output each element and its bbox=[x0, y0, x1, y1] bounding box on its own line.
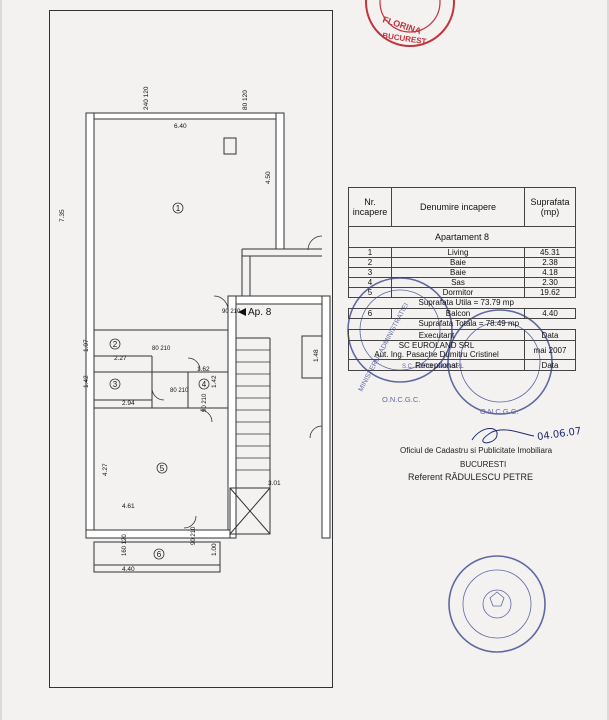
cell-name: Baie bbox=[391, 257, 525, 268]
cell-nr: 5 bbox=[348, 287, 392, 298]
door-label-2: 80 210 bbox=[152, 346, 171, 352]
cell-area: 19.62 bbox=[524, 287, 576, 298]
stamp-oncgc-1: O.N.C.G.C. bbox=[382, 395, 420, 404]
dim-r2-height: 1.07 bbox=[83, 339, 90, 352]
cell-nr: 6 bbox=[348, 308, 392, 319]
dim-inner-height: 4.50 bbox=[265, 171, 272, 184]
cell-nr: 1 bbox=[348, 247, 392, 258]
cell-area: 4.40 bbox=[524, 308, 576, 319]
cell-nr: 2 bbox=[348, 257, 392, 268]
dim-r5-width: 4.61 bbox=[122, 503, 135, 510]
cell-area: 2.30 bbox=[524, 277, 576, 288]
cell-name: Baie bbox=[391, 267, 525, 278]
door-label-ap: 90 210 bbox=[222, 309, 241, 315]
table-row: 3 Baie 4.18 bbox=[348, 267, 576, 278]
receptionat-label: Receptionat bbox=[348, 359, 525, 371]
dim-stair-width: 3.01 bbox=[268, 480, 281, 487]
cell-area: 4.18 bbox=[524, 267, 576, 278]
cell-name: Living bbox=[391, 247, 525, 258]
window-label-6: 160 120 bbox=[122, 534, 128, 556]
dim-r4-height: 1.42 bbox=[211, 375, 218, 388]
room-number-4: 4 bbox=[202, 380, 207, 389]
table-row: 4 Sas 2.30 bbox=[348, 277, 576, 288]
oficiu-label: Oficiul de Cadastru si Publicitate Imobi… bbox=[400, 446, 553, 455]
dim-r4-width: 1.62 bbox=[197, 366, 210, 373]
dim-top-wall-b: 80 120 bbox=[242, 90, 249, 110]
suprafata-utila: Suprafata Utila = 73.79 mp bbox=[418, 298, 514, 307]
room-area-table: Nr. incapere Denumire incapere Suprafata… bbox=[348, 187, 576, 371]
dim-r6-width: 4.40 bbox=[122, 566, 135, 573]
col-header-denumire: Denumire incapere bbox=[391, 187, 525, 227]
cell-name: Sas bbox=[391, 277, 525, 288]
executant-label: Executant bbox=[348, 329, 525, 341]
col-header-nr: Nr. incapere bbox=[348, 187, 392, 227]
room-number-3: 3 bbox=[113, 380, 118, 389]
cell-name: Dormitor bbox=[391, 287, 525, 298]
executant-autor: Aut. Ing. Pasache Dumitru Cristinel bbox=[374, 350, 499, 359]
data-value-1: mai 2007 bbox=[524, 340, 576, 360]
room-number-1: 1 bbox=[176, 204, 181, 213]
drawing-frame bbox=[49, 10, 333, 688]
oficiu-city: BUCURESTI bbox=[460, 460, 507, 469]
data-label-2: Data bbox=[524, 359, 576, 371]
room-number-5: 5 bbox=[160, 464, 165, 473]
table-row: 1 Living 45.31 bbox=[348, 247, 576, 258]
red-seal-stamp: FLORINA BUCUREST bbox=[365, 0, 455, 47]
svg-text:O.N.C.G.C.: O.N.C.G.C. bbox=[480, 407, 518, 416]
apartment-row: Apartament 8 bbox=[348, 226, 576, 248]
room-number-2: 2 bbox=[113, 340, 118, 349]
door-label-6: 90 210 bbox=[191, 526, 197, 545]
data-label-1: Data bbox=[524, 329, 576, 341]
col-header-suprafata: Suprafata (mp) bbox=[524, 187, 576, 227]
dim-right-height: 1.48 bbox=[313, 349, 320, 362]
signature-scribble bbox=[471, 428, 535, 444]
cell-area: 45.31 bbox=[524, 247, 576, 258]
dim-r2-width: 2.27 bbox=[114, 355, 127, 362]
cell-nr: 3 bbox=[348, 267, 392, 278]
executant-block: SC EUROLAND SRL Aut. Ing. Pasache Dumitr… bbox=[348, 340, 525, 360]
dim-r5-height: 4.27 bbox=[102, 463, 109, 476]
dim-mid-width: 2.94 bbox=[122, 400, 135, 407]
suprafata-totala: Suprafata Totala = 78.49 mp bbox=[418, 319, 520, 328]
table-row: 5 Dormitor 19.62 bbox=[348, 287, 576, 298]
room-number-6: 6 bbox=[157, 550, 162, 559]
dim-top-width: 6.40 bbox=[174, 123, 187, 130]
dim-r6-height: 1.00 bbox=[211, 543, 218, 556]
cell-area: 2.38 bbox=[524, 257, 576, 268]
arrow-icon bbox=[238, 308, 246, 316]
referent-name: Referent RĂDULESCU PETRE bbox=[408, 472, 534, 482]
cell-name: Balcon bbox=[391, 308, 525, 319]
cadastru-seal-stamp bbox=[448, 555, 546, 653]
cell-nr: 4 bbox=[348, 277, 392, 288]
door-label-3: 80 210 bbox=[170, 388, 189, 394]
dim-r3-height: 1.42 bbox=[83, 375, 90, 388]
door-label-4: 90 210 bbox=[202, 393, 208, 412]
dim-top-wall-a: 240 120 bbox=[143, 86, 150, 110]
apartment-label: Ap. 8 bbox=[248, 307, 272, 318]
table-row: 2 Baie 2.38 bbox=[348, 257, 576, 268]
dim-left-height: 7.35 bbox=[59, 209, 66, 222]
table-row: 6 Balcon 4.40 bbox=[348, 308, 576, 319]
executant-firma: SC EUROLAND SRL bbox=[398, 341, 475, 350]
